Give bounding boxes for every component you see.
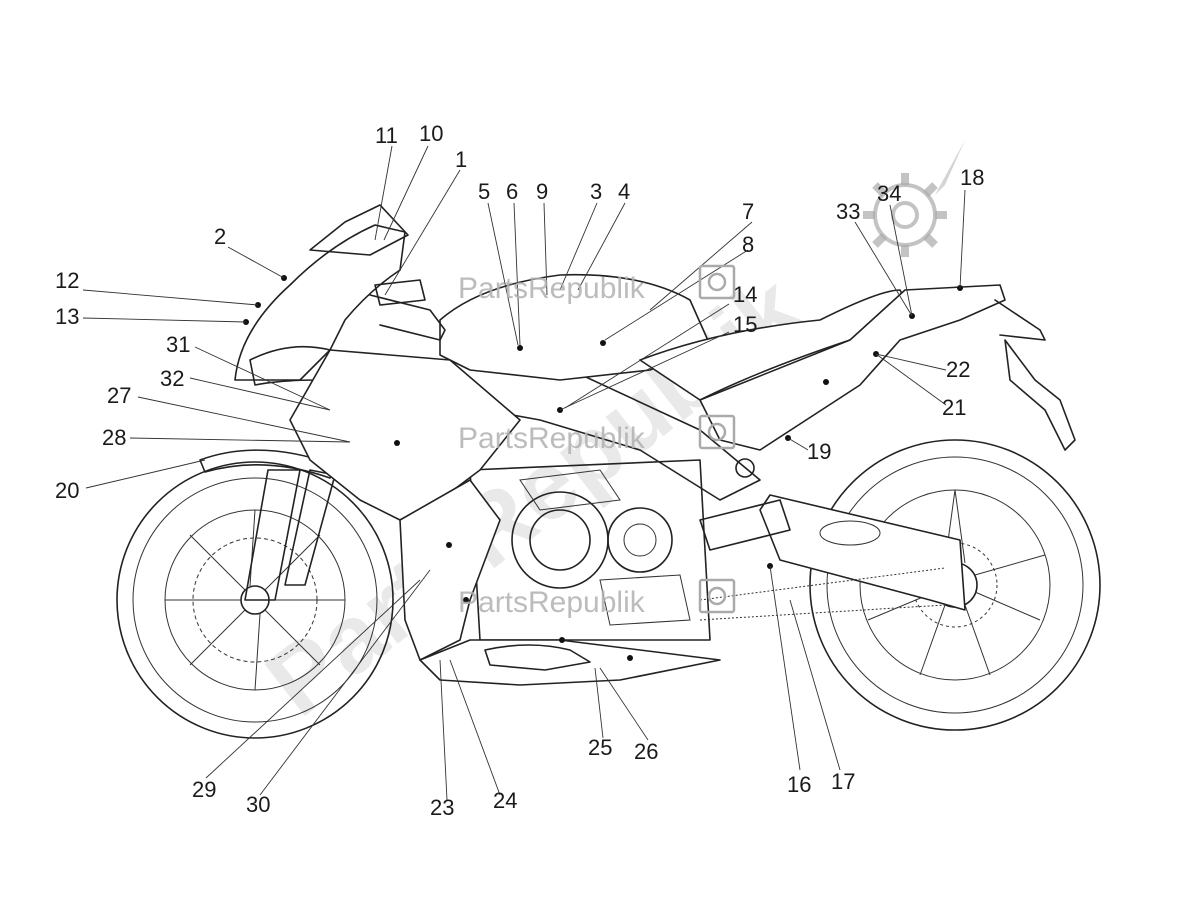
label-14: 14 [733,282,757,307]
label-30: 30 [246,792,270,817]
label-23: 23 [430,795,454,820]
label-28: 28 [102,425,126,450]
label-18: 18 [960,165,984,190]
label-15: 15 [733,312,757,337]
label-5: 5 [478,179,490,204]
label-3: 3 [590,179,602,204]
label-10: 10 [419,121,443,146]
label-27: 27 [107,383,131,408]
label-34: 34 [877,181,901,206]
label-32: 32 [160,366,184,391]
label-22: 22 [946,357,970,382]
label-7: 7 [742,199,754,224]
label-12: 12 [55,268,79,293]
label-33: 33 [836,199,860,224]
watermark-middle: PartsRepublik [458,422,646,455]
watermarks: PartsRepublik PartsRepublik PartsRepubli… [458,264,736,619]
label-4: 4 [618,179,630,204]
label-26: 26 [634,739,658,764]
front-wheel [116,461,394,739]
label-13: 13 [55,304,79,329]
label-24: 24 [493,788,517,813]
watermark-bottom: PartsRepublik [458,586,646,619]
label-17: 17 [831,769,855,794]
label-9: 9 [536,179,548,204]
label-2: 2 [214,224,226,249]
part-labels: 1 2 3 4 5 6 7 8 9 10 11 12 13 14 15 16 1… [55,121,984,820]
gear-icon [698,264,736,614]
label-6: 6 [506,179,518,204]
label-25: 25 [588,735,612,760]
label-31: 31 [166,332,190,357]
gear-watermark-icon [863,140,965,257]
watermark-top: PartsRepublik [458,272,646,305]
label-20: 20 [55,478,79,503]
label-21: 21 [942,395,966,420]
motorcycle-outline [116,204,1101,739]
label-16: 16 [787,772,811,797]
label-8: 8 [742,232,754,257]
label-29: 29 [192,777,216,802]
rear-wheel [809,439,1101,731]
label-19: 19 [807,439,831,464]
label-11: 11 [375,123,398,148]
leader-lines [82,145,966,801]
label-1: 1 [455,147,467,172]
